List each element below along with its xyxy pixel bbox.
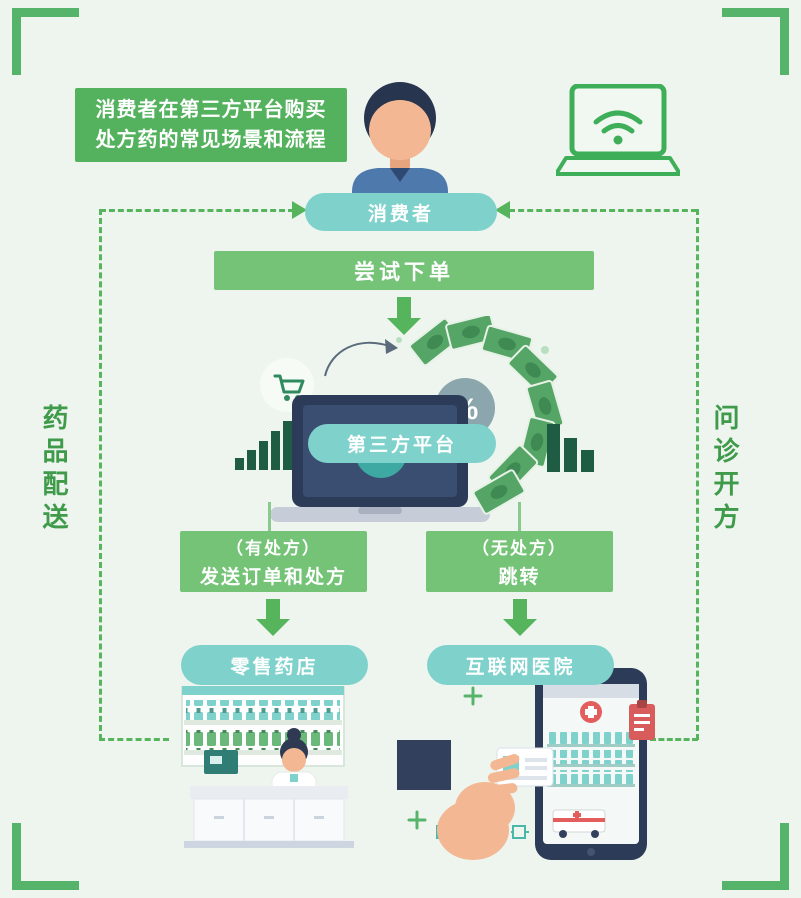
bar-chart-icon-right [547, 424, 594, 472]
dashed-line-right-top [509, 209, 697, 212]
side-label-consult-prescribe: 问诊开方 [710, 404, 740, 536]
title-line-1: 消费者在第三方平台购买 [95, 99, 327, 121]
branch-without-prescription: （无处方） 跳转 [426, 531, 613, 592]
cash-register-icon [204, 750, 238, 774]
laptop-wifi-icon [556, 84, 680, 176]
hand-holding-card [437, 747, 554, 860]
branch-with-rx-condition: （有处方） [226, 539, 321, 558]
navy-square-decor [397, 740, 451, 790]
step-try-order-label: 尝试下单 [354, 260, 454, 284]
down-arrow-to-platform [397, 297, 411, 320]
consumer-avatar-icon [352, 82, 448, 204]
node-internet-hospital-label: 互联网医院 [465, 656, 576, 678]
branch-without-rx-condition: （无处方） [472, 539, 567, 558]
title-line-2: 处方药的常见场景和流程 [95, 129, 327, 151]
node-platform: 第三方平台 [308, 424, 496, 463]
corner-bracket-bottom-right [722, 823, 789, 890]
pharmacy-illustration [181, 686, 354, 848]
down-arrow-to-hospital-head [503, 619, 537, 636]
dashed-line-right-bottom [650, 738, 698, 741]
dashed-line-left-vertical [99, 209, 102, 740]
curved-arrow-icon [324, 339, 398, 377]
node-retail-pharmacy-label: 零售药店 [230, 656, 319, 678]
down-arrow-to-platform-head [387, 318, 421, 335]
connector-platform-left [268, 502, 271, 532]
node-consumer-label: 消费者 [367, 203, 434, 225]
down-arrow-to-hospital [513, 599, 527, 621]
ambulance-icon [552, 809, 606, 838]
connector-platform-right [518, 502, 521, 532]
branch-without-rx-action: 跳转 [498, 567, 541, 588]
branch-with-rx-action: 发送订单和处方 [199, 567, 347, 588]
internet-hospital-illustration [397, 667, 655, 860]
corner-bracket-top-left [12, 8, 79, 75]
node-internet-hospital: 互联网医院 [427, 645, 614, 685]
pharmacy-counter [184, 786, 354, 848]
node-consumer: 消费者 [305, 193, 497, 231]
corner-bracket-bottom-left [12, 823, 79, 890]
wifi-icon [593, 110, 643, 125]
smartphone [535, 668, 647, 860]
money-bill-front [472, 469, 526, 515]
arrowhead-into-consumer-right [495, 201, 510, 219]
branch-with-prescription: （有处方） 发送订单和处方 [180, 531, 367, 592]
dashed-line-right-vertical [696, 209, 699, 740]
corner-bracket-top-right [722, 8, 789, 75]
dashed-line-left-bottom [99, 738, 169, 741]
dashed-line-left-top [100, 209, 294, 212]
node-platform-label: 第三方平台 [346, 435, 457, 456]
arrowhead-into-consumer-left [292, 201, 307, 219]
step-try-order: 尝试下单 [214, 251, 594, 290]
clipboard-icon [629, 700, 655, 740]
node-retail-pharmacy: 零售药店 [181, 645, 368, 685]
down-arrow-to-pharmacy [266, 599, 280, 621]
down-arrow-to-pharmacy-head [256, 619, 290, 636]
side-label-drug-delivery: 药品配送 [39, 404, 69, 536]
title-box: 消费者在第三方平台购买 处方药的常见场景和流程 [75, 88, 347, 162]
bar-chart-icon [235, 421, 292, 470]
